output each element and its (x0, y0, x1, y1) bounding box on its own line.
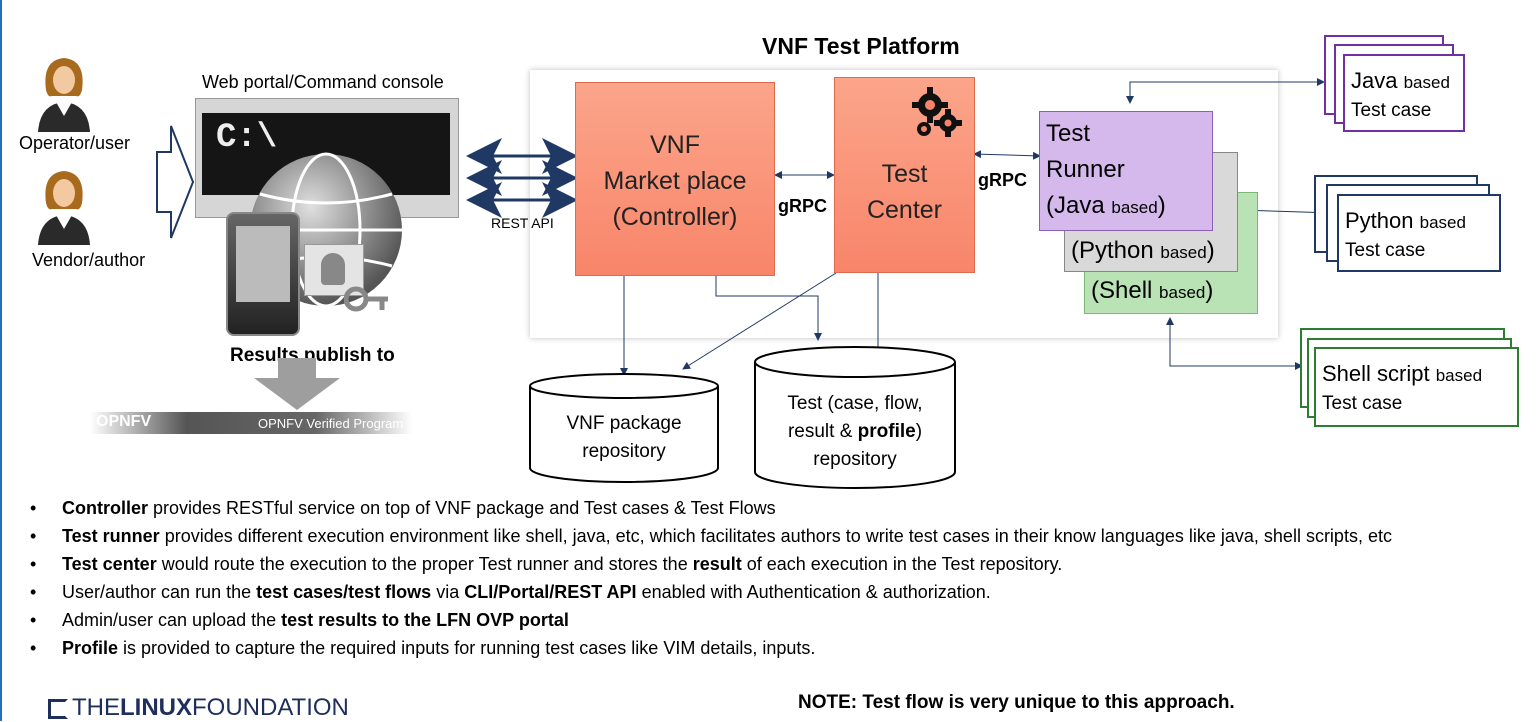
python-testcase-box: Python based Test case (1337, 194, 1501, 272)
bullet-item: Test center would route the execution to… (30, 550, 1510, 578)
mobile-device-icon (226, 212, 300, 336)
diagram-title: VNF Test Platform (762, 33, 960, 59)
python-tc-based: based (1419, 213, 1466, 232)
vendor-label: Vendor/author (32, 250, 146, 270)
bullet-item: Test runner provides different execution… (30, 522, 1510, 550)
test-repo-label: Test (case, flow, result & profile) repo… (753, 390, 957, 474)
lf-the: THE (72, 694, 120, 721)
left-accent-line (0, 0, 2, 721)
lf-linux: LINUX (120, 694, 192, 721)
vnf-repo-line2: repository (582, 441, 666, 462)
controller-box: VNF Market place (Controller) (575, 82, 775, 276)
java-tc-based: based (1403, 73, 1450, 92)
test-repo-line2a: result & (787, 421, 858, 442)
shell-testcase-box: Shell script based Test case (1314, 347, 1519, 427)
python-runner-based: based (1160, 243, 1207, 262)
linux-foundation-logo: THELINUXFOUNDATION (48, 694, 349, 722)
test-center-line2: Center (866, 196, 943, 224)
results-publish-label: Results publish to (230, 345, 395, 366)
java-runner-line1: Test (1046, 120, 1091, 147)
publish-arrow-icon (254, 358, 340, 410)
portal-label: Web portal/Command console (202, 72, 444, 92)
input-arrow-icon (156, 125, 195, 239)
python-tc-name: Python (1345, 208, 1420, 233)
bullet-text: enabled with Authentication & authorizat… (636, 582, 991, 602)
java-runner-based: based (1111, 198, 1158, 217)
opnfv-logo: OPNFV (96, 413, 152, 430)
bullet-bold: test cases/test flows (256, 582, 432, 602)
bullet-bold: Profile (62, 638, 119, 658)
bullet-item: Profile is provided to capture the requi… (30, 634, 1510, 662)
lf-box-icon (48, 698, 68, 719)
java-runner-close: ) (1157, 192, 1166, 219)
gears-icon (912, 87, 962, 137)
opnfv-banner: OPNFV OPNFV Verified Program (90, 412, 412, 434)
bullet-text: provides different execution environment… (159, 526, 1392, 546)
python-runner-close: ) (1206, 237, 1215, 264)
shell-tc-name: Shell script (1322, 361, 1436, 386)
test-center-box: Test Center (834, 77, 975, 273)
java-tc-sub: Test case (1351, 100, 1432, 121)
grpc-left-label: gRPC (778, 196, 827, 216)
center-to-vnf-repo (682, 272, 837, 370)
lf-foundation: FOUNDATION (192, 694, 349, 721)
opnfv-program-label: OPNFV Verified Program (258, 416, 404, 431)
bullet-text: User/author can run the (62, 582, 257, 602)
key-icon (344, 286, 388, 312)
java-runner-box: Test Runner (Java based) (1039, 111, 1213, 231)
bullet-text: Admin/user can upload the (62, 610, 282, 630)
test-repo-line3: repository (813, 449, 897, 470)
operator-user-icon (38, 58, 90, 132)
shell-runner-text: (Shell (1091, 277, 1160, 304)
runner-to-shell-tc (1166, 317, 1303, 370)
controller-to-test-repo (715, 275, 822, 341)
java-testcase-box: Java based Test case (1343, 54, 1465, 132)
shell-tc-sub: Test case (1322, 393, 1403, 414)
test-repo-line1: Test (case, flow, (787, 393, 923, 414)
grpc-arrow-right (973, 150, 1041, 160)
bullet-bold: test results to the LFN OVP portal (281, 610, 569, 630)
bullet-bold: Test runner (62, 526, 160, 546)
controller-line3: (Controller) (612, 203, 738, 231)
controller-line2: Market place (603, 167, 747, 195)
runner-to-java-tc (1126, 78, 1325, 104)
grpc-right-label: gRPC (978, 170, 1027, 190)
test-repo-cylinder (754, 346, 956, 489)
shell-runner-close: ) (1205, 277, 1214, 304)
footer-note: NOTE: Test flow is very unique to this a… (798, 692, 1235, 713)
vnf-repo-label: VNF package repository (528, 410, 720, 466)
bullet-bold: Test center (62, 554, 157, 574)
bullet-bold: result (692, 554, 742, 574)
java-tc-name: Java (1351, 68, 1404, 93)
vendor-author-icon (38, 171, 90, 245)
java-runner-line3: (Java (1046, 192, 1112, 219)
rest-api-label: REST API (491, 215, 554, 231)
shell-runner-based: based (1159, 283, 1206, 302)
bullet-text: of each execution in the Test repository… (741, 554, 1063, 574)
bullet-bold: CLI/Portal/REST API (464, 582, 637, 602)
test-repo-line2c: ) (915, 421, 923, 442)
bullet-text: via (431, 582, 465, 602)
bullet-text: provides RESTful service on top of VNF p… (148, 498, 776, 518)
shell-tc-based: based (1435, 366, 1483, 385)
bullet-bold: Controller (62, 498, 149, 518)
operator-label: Operator/user (19, 133, 131, 153)
bullet-list: Controller provides RESTful service on t… (30, 494, 1510, 662)
test-center-line1: Test (881, 160, 928, 188)
console-prompt: C:\ (216, 119, 278, 157)
bullet-item: Admin/user can upload the test results t… (30, 606, 1510, 634)
java-runner-line2: Runner (1046, 156, 1125, 183)
bullet-text: would route the execution to the proper … (156, 554, 693, 574)
bullet-item: User/author can run the test cases/test … (30, 578, 1510, 606)
test-repo-line2b: profile (857, 421, 916, 442)
bullet-item: Controller provides RESTful service on t… (30, 494, 1510, 522)
python-tc-sub: Test case (1345, 240, 1426, 261)
bullet-text: is provided to capture the required inpu… (118, 638, 816, 658)
vnf-repo-line1: VNF package (566, 413, 682, 434)
controller-line1: VNF (650, 131, 700, 159)
python-runner-text: (Python (1071, 237, 1161, 264)
vnf-repo-cylinder (529, 373, 719, 483)
